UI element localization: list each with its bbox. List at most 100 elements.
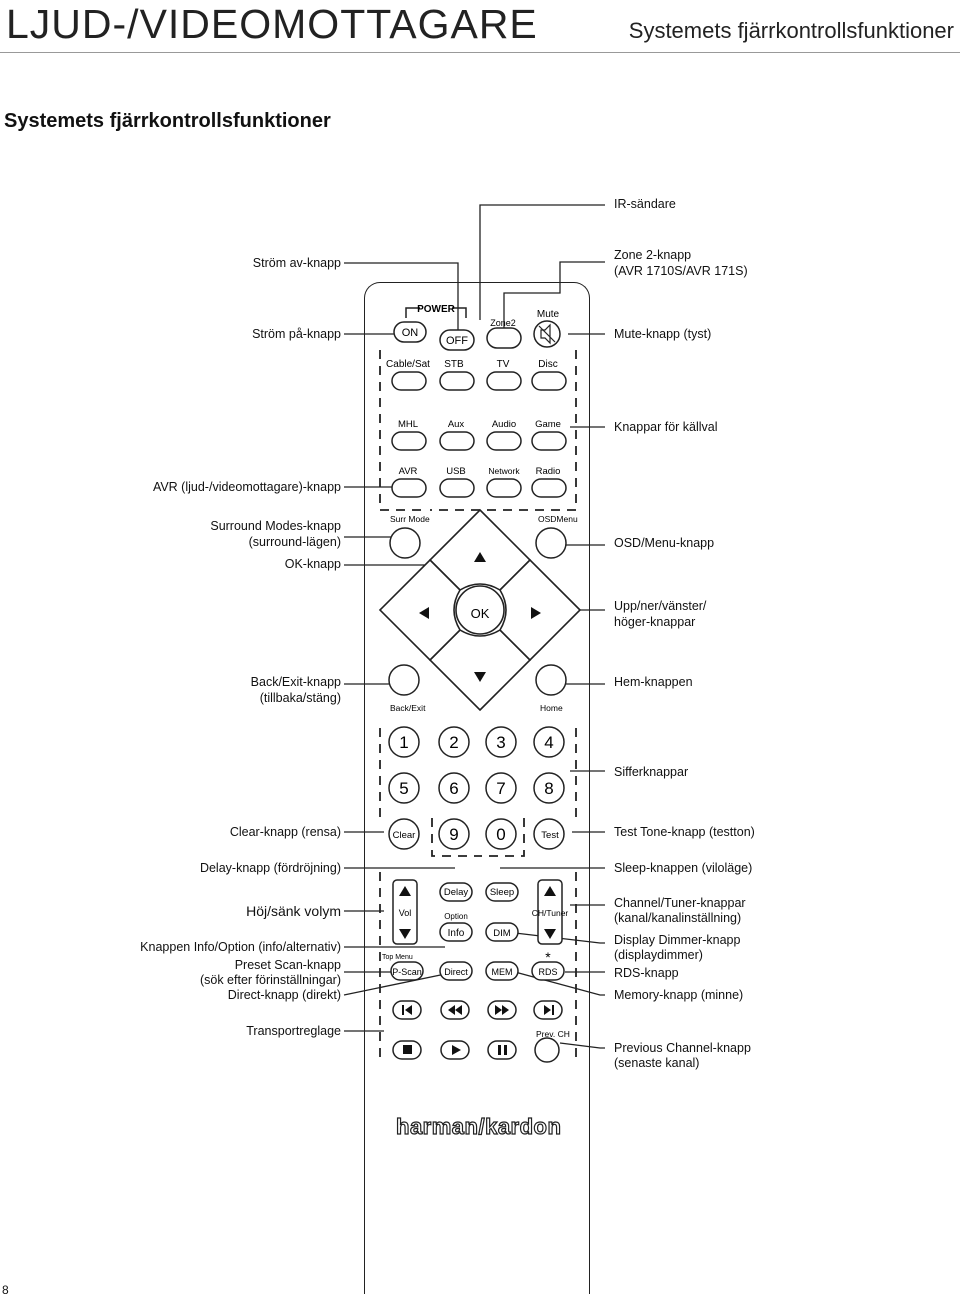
callout-sleep: Sleep-knappen (viloläge) (614, 861, 753, 875)
top-menu-label: Top Menu (382, 954, 413, 961)
info-button[interactable] (439, 922, 473, 942)
ok-label: OK (471, 606, 490, 621)
ch-tuner-label: CH/Tuner (532, 908, 569, 918)
volume-down-icon (399, 929, 411, 939)
digit-label: 0 (496, 825, 505, 844)
digit-button[interactable] (388, 772, 420, 804)
pscan-label: P-Scan (392, 967, 422, 977)
digit-button[interactable] (485, 818, 517, 850)
source-label: TV (497, 359, 510, 370)
home-button[interactable] (535, 664, 567, 696)
digit-button[interactable] (438, 772, 470, 804)
right-button[interactable] (498, 558, 582, 662)
option-label: Option (444, 912, 468, 921)
nav-pad (378, 508, 582, 712)
source-button[interactable] (439, 431, 475, 451)
callout-info: Knappen Info/Option (info/alternativ) (140, 940, 341, 954)
source-button[interactable] (439, 371, 475, 391)
avr-button[interactable] (391, 478, 427, 498)
digit-button[interactable] (485, 772, 517, 804)
digit-button[interactable] (533, 726, 565, 758)
mem-label: MEM (492, 967, 513, 977)
callout-dim-1: Display Dimmer-knapp (614, 933, 741, 947)
callout-channel-1: Channel/Tuner-knappar (614, 896, 746, 910)
callout-zone2-2: (AVR 1710S/AVR 171S) (614, 264, 748, 278)
play-icon (452, 1045, 461, 1055)
source-button[interactable] (531, 431, 567, 451)
up-arrow-icon (474, 552, 486, 562)
source-row-3 (391, 478, 567, 498)
prev-ch-button[interactable] (534, 1037, 560, 1063)
digit-label: 7 (496, 779, 505, 798)
source-button[interactable] (486, 371, 522, 391)
digit-button[interactable] (438, 818, 470, 850)
digit-button[interactable] (533, 772, 565, 804)
callout-ir: IR-sändare (614, 197, 676, 211)
rewind-icon (448, 1005, 462, 1015)
callout-back-2: (tillbaka/stäng) (259, 691, 341, 705)
pause-button[interactable] (487, 1040, 517, 1060)
ok-button[interactable] (455, 585, 505, 635)
direct-button[interactable] (439, 961, 473, 981)
digit-button[interactable] (438, 726, 470, 758)
source-label: Disc (538, 359, 557, 370)
callout-dim-2: (displaydimmer) (614, 948, 703, 962)
source-button[interactable] (391, 431, 427, 451)
speaker-mute-icon (538, 323, 556, 345)
callout-arrows-2: höger-knappar (614, 615, 696, 629)
callout-ok: OK-knapp (284, 557, 341, 571)
home-label: Home (540, 703, 563, 713)
digit-label: 8 (544, 779, 553, 798)
back-exit-button[interactable] (388, 664, 420, 696)
source-label: USB (446, 466, 466, 477)
mute-label: Mute (537, 309, 560, 320)
test-button[interactable] (533, 818, 565, 850)
sleep-button[interactable] (485, 882, 519, 902)
surr-mode-label: Surr Mode (390, 514, 430, 524)
harman-kardon-logo: harman/kardon (395, 1113, 562, 1139)
left-button[interactable] (378, 558, 462, 662)
zone2-label: Zone2 (490, 318, 516, 328)
source-button[interactable] (439, 478, 475, 498)
source-button[interactable] (531, 478, 567, 498)
callout-leaders (343, 204, 605, 1049)
prev-ch-label: Prev. CH (536, 1029, 570, 1039)
osd-menu-button[interactable] (535, 527, 567, 559)
source-button[interactable] (391, 371, 427, 391)
rds-button[interactable] (531, 961, 565, 981)
header-section: Systemets fjärrkontrollsfunktioner (628, 18, 954, 43)
source-button[interactable] (486, 478, 522, 498)
source-label: Audio (492, 419, 516, 430)
left-arrow-icon (419, 607, 429, 619)
source-button[interactable] (486, 431, 522, 451)
digit-label: 3 (496, 733, 505, 752)
source-label: Game (535, 419, 561, 430)
mem-button[interactable] (485, 961, 519, 981)
dim-button[interactable] (485, 922, 519, 942)
on-button[interactable] (393, 321, 427, 343)
callout-prev-1: Previous Channel-knapp (614, 1041, 751, 1055)
pscan-button[interactable] (390, 961, 424, 981)
callout-volume: Höj/sänk volym (246, 903, 341, 919)
callout-mem: Memory-knapp (minne) (614, 988, 744, 1002)
vol-label: Vol (399, 908, 412, 918)
digit-label: 2 (449, 733, 458, 752)
fast-forward-icon (495, 1005, 509, 1015)
skip-forward-icon (544, 1005, 554, 1015)
skip-back-icon (402, 1005, 412, 1015)
digit-button[interactable] (388, 726, 420, 758)
clear-button[interactable] (388, 818, 420, 850)
source-row-2 (391, 431, 567, 451)
page-number: 8 (2, 1283, 9, 1297)
digit-label: 5 (399, 779, 408, 798)
section-title: Systemets fjärrkontrollsfunktioner (4, 110, 331, 132)
off-button[interactable] (439, 329, 475, 351)
delay-button[interactable] (439, 882, 473, 902)
surr-mode-button[interactable] (389, 527, 421, 559)
digit-button[interactable] (485, 726, 517, 758)
zone2-button[interactable] (486, 327, 522, 349)
callout-home: Hem-knappen (614, 675, 693, 689)
source-button[interactable] (531, 371, 567, 391)
header-title: LJUD-/VIDEOMOTTAGARE (6, 1, 538, 47)
